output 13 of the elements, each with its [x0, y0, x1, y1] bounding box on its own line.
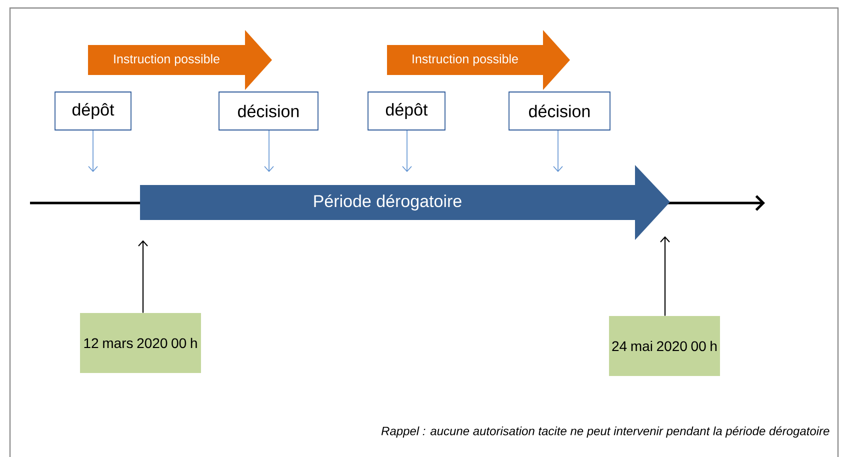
event-box: dépôt — [368, 92, 446, 130]
date-box: 24 mai 2020 00 h — [609, 316, 720, 376]
arrow — [402, 130, 412, 172]
arrow — [553, 130, 563, 172]
arrow — [264, 130, 274, 172]
date-box: 12 mars 2020 00 h — [80, 313, 201, 373]
arrow — [88, 130, 98, 172]
event-box: décision — [508, 92, 610, 130]
note: Rappel : aucune autorisation tacite ne peut intervenir pendant la période dérogatoire — [381, 426, 830, 438]
arrow — [660, 236, 670, 316]
event-box: dépôt — [54, 92, 132, 130]
arrow — [138, 240, 148, 313]
event-box: décision — [218, 92, 318, 130]
